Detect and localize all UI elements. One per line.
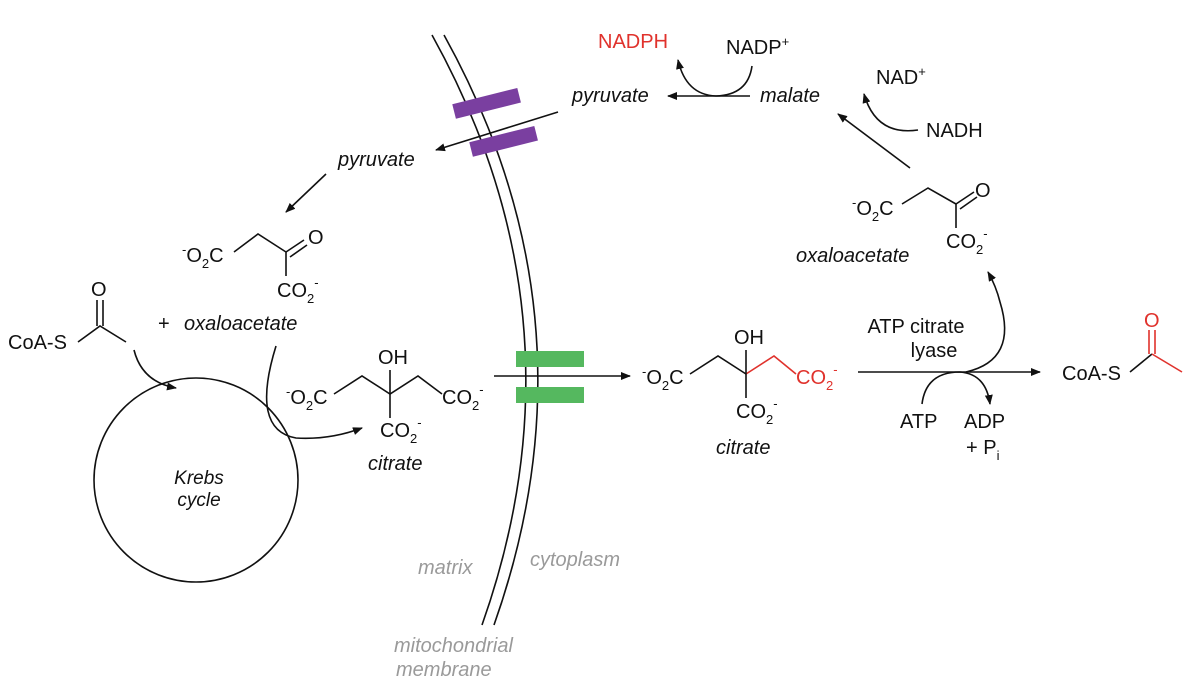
citrate-cytoplasm-label: citrate bbox=[716, 437, 770, 459]
svg-text:CO2-: CO2- bbox=[277, 275, 319, 306]
nad-label: NAD+ bbox=[876, 64, 926, 89]
svg-text:CO2-: CO2- bbox=[442, 382, 484, 413]
svg-text:CO2-: CO2- bbox=[946, 226, 988, 257]
pyruvate-transporter bbox=[452, 87, 538, 157]
svg-text:O: O bbox=[1144, 310, 1160, 332]
pyruvate-transport-arrow bbox=[435, 111, 559, 152]
oxaloacetate-matrix-structure: -O2C O CO2- bbox=[182, 227, 324, 306]
atp-label: ATP bbox=[900, 411, 937, 433]
acetyl-coa-to-krebs-arrow bbox=[133, 349, 177, 391]
citrate-transporter bbox=[516, 351, 584, 403]
plus-sign: + bbox=[158, 313, 170, 335]
oxaloacetate-to-malate-arrow bbox=[837, 113, 911, 169]
oxaloacetate-cytoplasm-label: oxaloacetate bbox=[796, 245, 909, 267]
svg-text:CO2-: CO2- bbox=[796, 362, 838, 393]
citrate-matrix-label: citrate bbox=[368, 453, 422, 475]
nadh-label: NADH bbox=[926, 120, 983, 142]
lyase-to-oxaloacetate-arrow bbox=[965, 271, 1006, 373]
acetyl-coa-matrix-structure: CoA-S O bbox=[8, 279, 127, 354]
adp-label: ADP bbox=[964, 411, 1005, 433]
membrane-label-2: membrane bbox=[396, 659, 492, 681]
svg-text:-O2C: -O2C bbox=[852, 195, 894, 224]
membrane-label-1: mitochondrial bbox=[394, 635, 514, 657]
citrate-matrix-structure: OH -O2C CO2- CO2- bbox=[286, 347, 484, 446]
svg-text:O: O bbox=[975, 180, 991, 202]
nadph-label: NADPH bbox=[598, 31, 668, 53]
svg-text:CO2-: CO2- bbox=[736, 396, 778, 427]
nadh-curved-arrow bbox=[862, 93, 919, 132]
krebs-to-citrate-arrow bbox=[265, 345, 363, 440]
svg-text:-O2C: -O2C bbox=[286, 384, 328, 413]
svg-text:-O2C: -O2C bbox=[182, 242, 224, 271]
svg-text:OH: OH bbox=[378, 347, 408, 369]
pi-label: + Pi bbox=[966, 437, 1000, 463]
svg-text:-O2C: -O2C bbox=[642, 364, 684, 393]
pyruvate-cytoplasm-label: pyruvate bbox=[571, 85, 649, 107]
malate-label: malate bbox=[760, 85, 820, 107]
nadp-label: NADP+ bbox=[726, 34, 789, 59]
svg-text:CoA-S: CoA-S bbox=[1062, 363, 1121, 385]
svg-text:CoA-S: CoA-S bbox=[8, 332, 67, 354]
krebs-label-1: Krebs bbox=[174, 468, 224, 489]
svg-text:O: O bbox=[91, 279, 107, 301]
cytoplasm-label: cytoplasm bbox=[530, 549, 620, 571]
matrix-label: matrix bbox=[418, 557, 473, 579]
pyruvate-to-oxaloacetate-arrow bbox=[285, 173, 327, 213]
atp-adp-curved-arrow bbox=[921, 371, 993, 405]
oxaloacetate-cytoplasm-structure: -O2C O CO2- bbox=[852, 180, 991, 257]
pyruvate-matrix-label: pyruvate bbox=[337, 149, 415, 171]
enzyme-label-1: ATP citrate bbox=[867, 316, 964, 338]
krebs-cycle-circle bbox=[93, 377, 299, 583]
svg-text:CO2-: CO2- bbox=[380, 415, 422, 446]
svg-text:O: O bbox=[308, 227, 324, 249]
svg-text:OH: OH bbox=[734, 327, 764, 349]
enzyme-label-2: lyase bbox=[911, 340, 958, 362]
nadp-curved-arrow bbox=[676, 59, 753, 97]
mitochondrial-membrane bbox=[431, 34, 539, 626]
citrate-cytoplasm-structure: OH -O2C CO2- CO2- bbox=[642, 327, 838, 427]
acetyl-coa-product-structure: CoA-S O bbox=[1062, 310, 1183, 385]
krebs-label-2: cycle bbox=[177, 490, 220, 511]
oxaloacetate-matrix-label: oxaloacetate bbox=[184, 313, 297, 335]
